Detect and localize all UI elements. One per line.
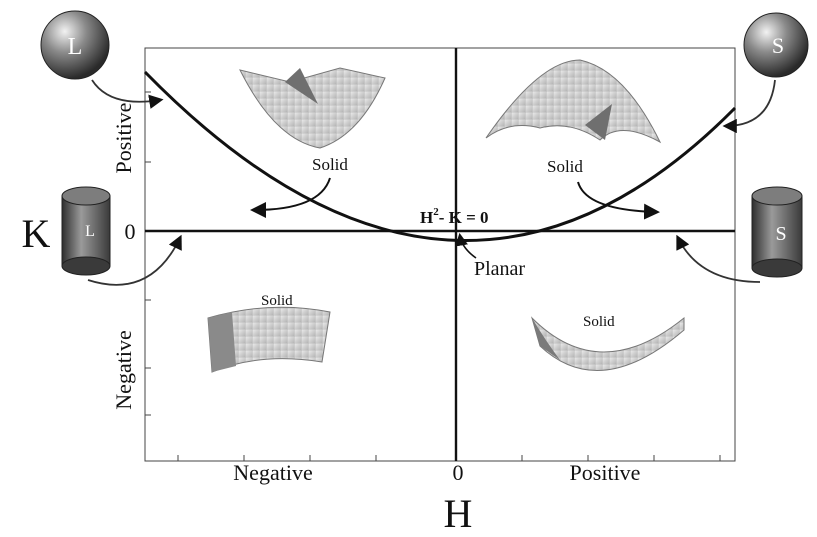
planar-arrow	[455, 232, 477, 259]
curve-eq-rest: - K = 0	[439, 208, 489, 227]
solid-label-upper-right: Solid	[547, 157, 583, 176]
solid-label-lower-right: Solid	[583, 314, 615, 330]
surface-upper-right	[485, 59, 662, 144]
k-zero-label: 0	[125, 219, 136, 244]
curve-eq-base: H	[420, 208, 433, 227]
sphere-right-letter: S	[772, 33, 784, 58]
k-positive-label: Positive	[111, 103, 136, 174]
plot-frame	[144, 47, 736, 462]
k-negative-label: Negative	[111, 330, 136, 409]
h-zero-label: 0	[453, 460, 464, 485]
surface-lower-left	[207, 306, 331, 373]
h-positive-label: Positive	[570, 460, 641, 485]
solid-arrow-upper-right	[577, 181, 660, 220]
cylinder-left-letter: L	[85, 223, 95, 240]
sphere-right-arrow	[722, 79, 776, 134]
surface-upper-left	[239, 67, 386, 149]
surface-lower-right	[530, 316, 685, 371]
y-ticks	[145, 91, 151, 416]
cylinder-left-icon: L	[61, 186, 111, 276]
planar-label: Planar	[474, 258, 525, 280]
sphere-left-letter: L	[68, 34, 83, 60]
sphere-right-icon: S	[743, 12, 809, 78]
solid-label-lower-left: Solid	[261, 293, 293, 309]
cylinder-right-arrow	[676, 234, 761, 283]
h-axis-symbol: H	[444, 491, 473, 536]
sphere-left-icon: L	[40, 10, 110, 80]
cylinder-right-icon: S	[751, 186, 803, 278]
cylinder-left-arrow	[87, 234, 182, 286]
solid-label-upper-left: Solid	[312, 155, 348, 174]
k-axis-symbol: K	[22, 211, 51, 256]
sphere-left-arrow	[91, 79, 164, 109]
cylinder-right-letter: S	[775, 223, 786, 245]
h-negative-label: Negative	[233, 460, 312, 485]
x-ticks	[177, 455, 721, 461]
curve-eq-exponent: 2	[433, 206, 439, 218]
solid-arrow-upper-left	[250, 177, 331, 218]
curve-equation-label: H2- K = 0	[420, 206, 489, 227]
parabola-curve	[143, 70, 737, 243]
